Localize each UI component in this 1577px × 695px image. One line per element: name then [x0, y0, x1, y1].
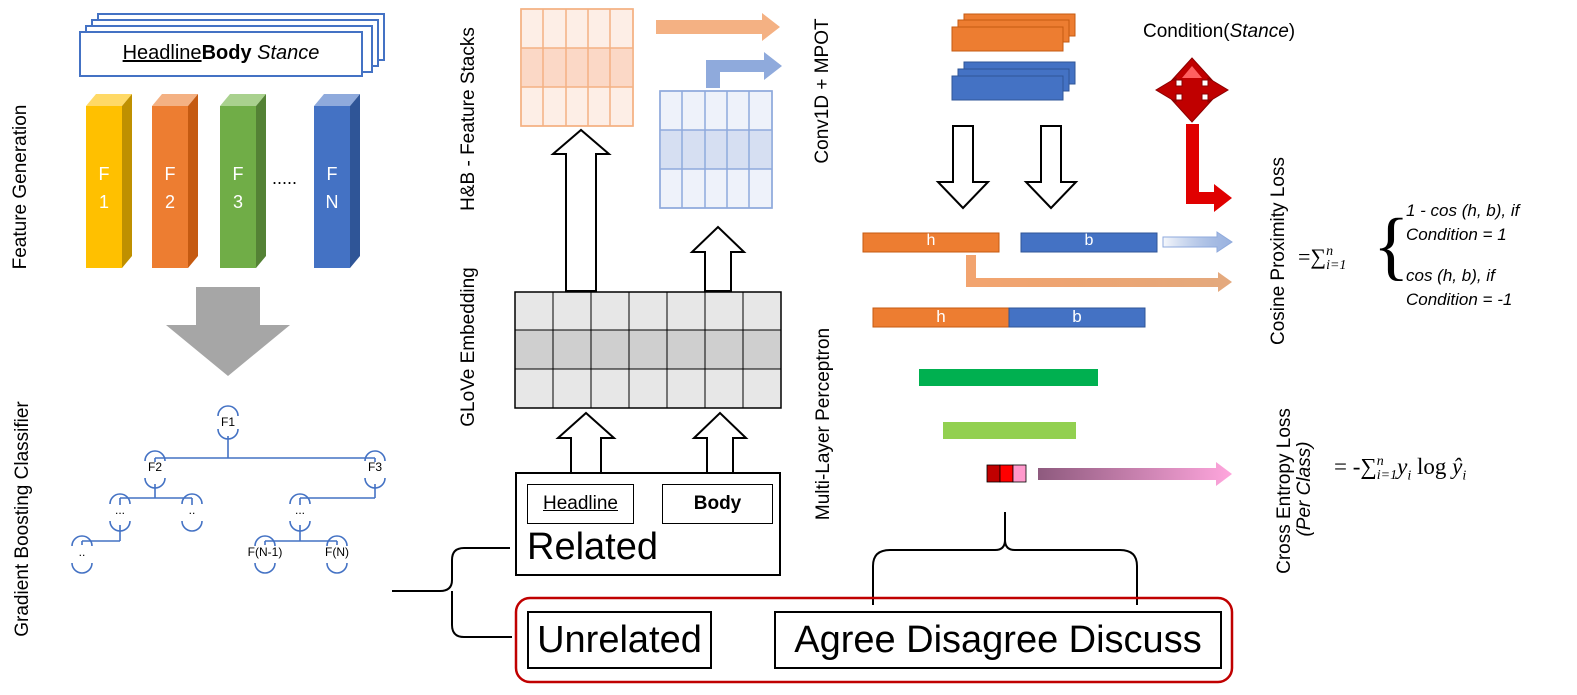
feature-block-f3	[220, 94, 266, 268]
tree-node-l1: F2	[147, 460, 162, 474]
vector-row-2	[872, 307, 1146, 328]
vector-b-concat-label: b	[1072, 307, 1082, 326]
agree-label: Agree	[794, 619, 896, 661]
vector-b	[1020, 232, 1158, 253]
tree-node-lll: ..	[78, 545, 86, 559]
feature-block-f2	[152, 94, 198, 268]
glove-grid	[514, 291, 782, 409]
down-arrow-b	[1023, 125, 1079, 210]
left-brace	[392, 547, 512, 638]
class-brace	[872, 512, 1138, 605]
pink-gradient-arrow	[1038, 462, 1232, 486]
tree-node-ll: ...	[114, 503, 125, 517]
vector-b-label: b	[1084, 232, 1094, 249]
label-mlp: Multi-Layer Perceptron	[813, 327, 834, 521]
up-arrow-headline	[555, 411, 617, 481]
related-classes-box: Agree Disagree Discuss	[774, 611, 1222, 669]
conv-orange-stack	[951, 13, 1076, 52]
related-input-box: Headline Body Related	[515, 472, 781, 576]
document-stack	[79, 13, 385, 77]
label-conv1d-mpot: Conv1D + MPOT	[812, 18, 833, 164]
tree-node-rl: ...	[294, 503, 305, 517]
doc-stance: Stance	[257, 42, 320, 64]
label-ce-loss-sub: (Per Class)	[1294, 441, 1315, 537]
label-hb-feature-stacks: H&B - Feature Stacks	[458, 27, 479, 211]
vector-row-1	[862, 232, 1158, 253]
condition-label: Condition(Stance)	[1143, 21, 1296, 42]
features-ellipsis: .....	[272, 168, 298, 188]
cosine-formula-brace: {	[1373, 204, 1410, 288]
mlp-layer-2	[943, 422, 1076, 439]
class-container	[514, 596, 1234, 684]
vector-b-concat	[1008, 307, 1146, 328]
label-cosine-loss: Cosine Proximity Loss	[1268, 157, 1289, 345]
boosting-tree	[71, 405, 386, 574]
red-elbow-arrow	[1186, 124, 1232, 212]
unrelated-box: Unrelated	[527, 611, 712, 669]
down-arrow-h	[935, 125, 991, 210]
feature-block-f1	[86, 94, 132, 268]
discuss-label: Discuss	[1068, 619, 1202, 661]
conv-blue-stack	[951, 61, 1076, 101]
label-ce-loss: Cross Entropy Loss	[1274, 408, 1295, 574]
output-cells	[986, 464, 1027, 483]
headline-input-box: Headline	[527, 484, 634, 524]
feature-blocks	[86, 94, 360, 268]
label-glove-embedding: GLoVe Embedding	[458, 267, 479, 427]
vector-h	[862, 232, 1000, 253]
disagree-label: Disagree	[906, 619, 1059, 661]
orange-right-arrow	[656, 13, 780, 41]
up-arrow-to-blue-matrix	[689, 225, 747, 292]
orange-elbow-arrow	[966, 255, 1232, 292]
body-input-box: Body	[662, 484, 773, 524]
mlp-layer-1	[919, 369, 1098, 386]
feature-block-fn	[314, 94, 360, 268]
blue-elbow-arrow	[706, 52, 782, 88]
tree-node-rll: F(N-1)	[247, 545, 283, 559]
doc-card-text: HeadlineBody Stance	[80, 42, 362, 65]
up-arrow-body	[691, 411, 749, 481]
tree-node-lr: ..	[188, 503, 196, 517]
tree-node-root: F1	[220, 415, 235, 429]
grey-down-arrow	[166, 287, 290, 376]
vector-h-concat-label: h	[936, 307, 946, 326]
orange-feature-matrix	[520, 8, 634, 127]
up-arrow-to-orange-matrix	[550, 128, 612, 292]
blue-feature-matrix	[659, 90, 773, 209]
label-feature-generation: Feature Generation	[10, 104, 31, 270]
unrelated-label: Unrelated	[537, 619, 702, 661]
tree-node-rlr: F(N)	[325, 545, 349, 559]
vector-h-label: h	[926, 232, 936, 249]
condition-move-icon	[1155, 57, 1229, 123]
tree-node-r1: F3	[367, 460, 382, 474]
doc-headline: Headline	[122, 42, 202, 64]
related-label: Related	[527, 526, 658, 568]
label-gradient-boosting: Gradient Boosting Classifier	[12, 401, 33, 637]
hollow-up-arrows	[550, 128, 749, 481]
blue-fade-arrow	[1162, 231, 1233, 253]
doc-body: Body	[201, 42, 252, 64]
